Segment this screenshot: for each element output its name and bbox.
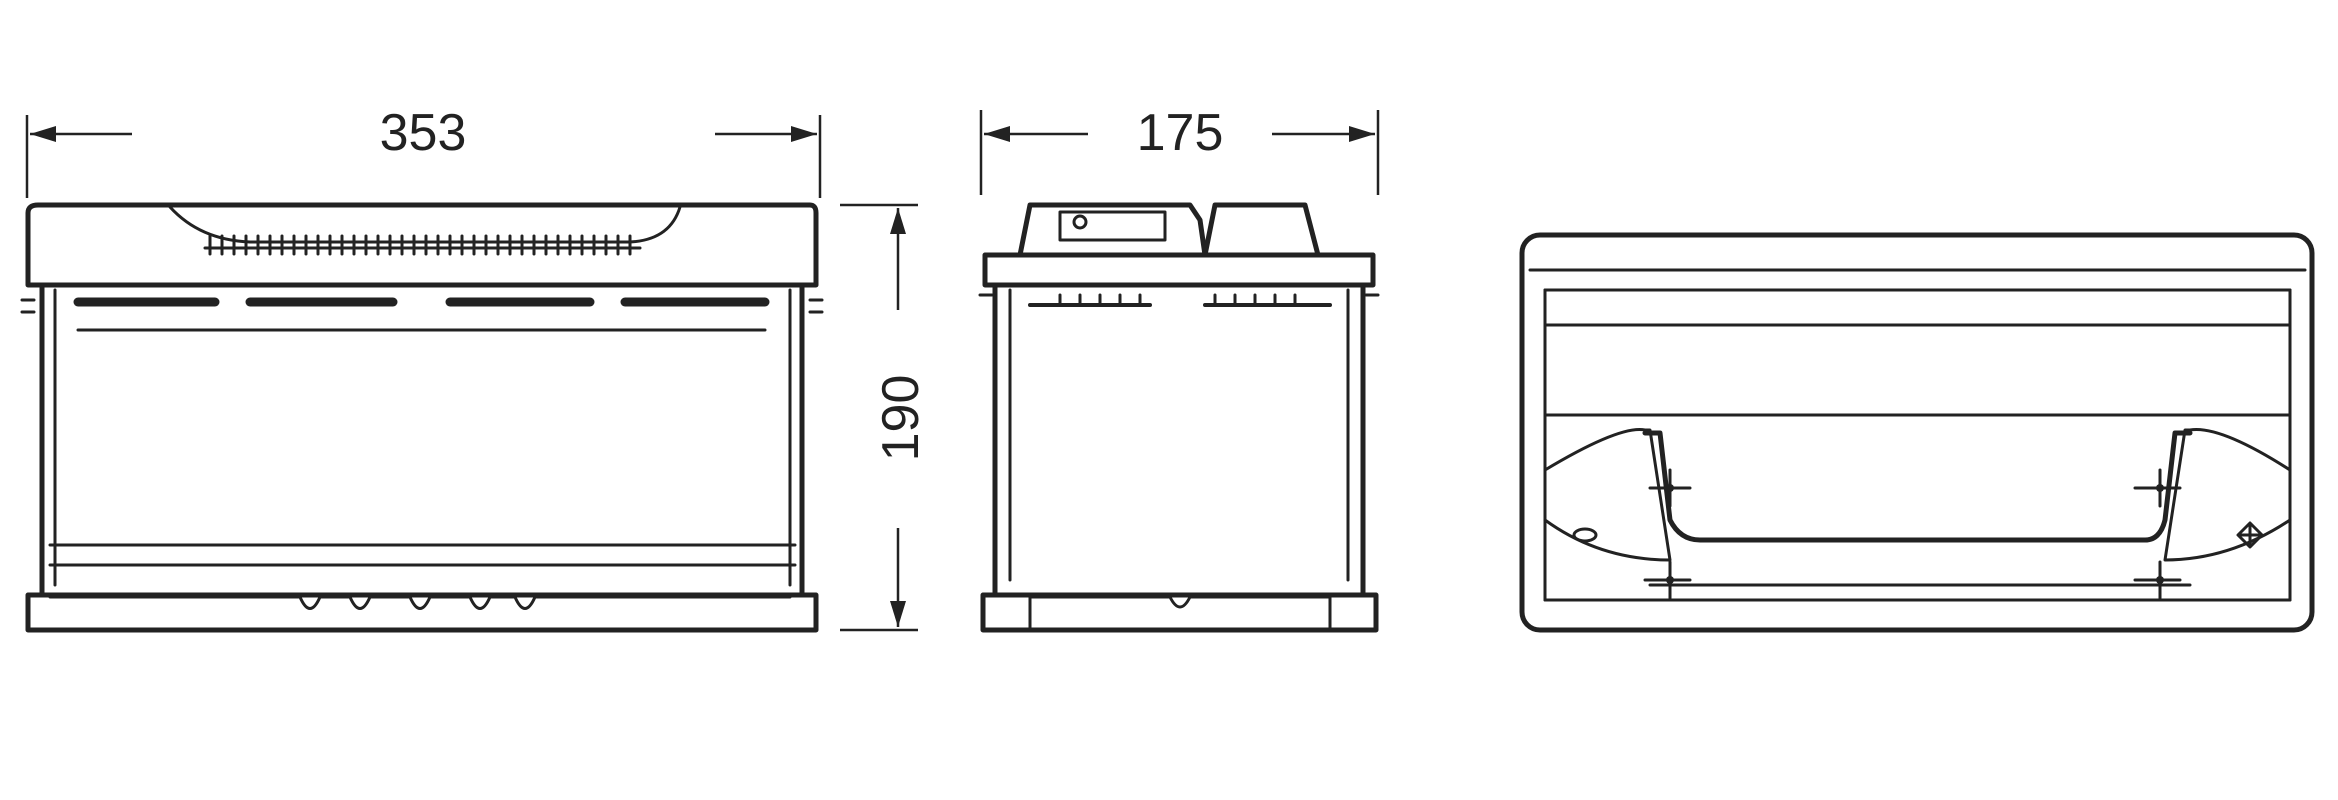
positive-terminal-icon: [2236, 521, 2264, 549]
side-view: [978, 202, 1380, 633]
crosshair-icon: [1648, 468, 1692, 508]
width-label: 175: [1137, 104, 1224, 162]
arrow-right-icon: [791, 126, 817, 142]
arrow-down-icon: [890, 601, 906, 627]
height-label: 190: [872, 375, 930, 462]
arrow-left-icon: [30, 126, 56, 142]
height-dimension: 190: [840, 203, 930, 632]
arrow-right-icon: [1349, 126, 1375, 142]
crosshair-icon: [2133, 468, 2182, 508]
length-label: 353: [380, 104, 467, 162]
crosshair-icon: [2133, 560, 2182, 600]
arrow-left-icon: [984, 126, 1010, 142]
front-view: [20, 202, 824, 633]
negative-terminal-icon: [1572, 527, 1598, 543]
width-dimension: 175: [979, 104, 1380, 195]
arrow-up-icon: [890, 208, 906, 234]
length-dimension: 353: [25, 104, 822, 198]
crosshair-icon: [1643, 560, 1692, 600]
top-view: [1519, 232, 2315, 633]
